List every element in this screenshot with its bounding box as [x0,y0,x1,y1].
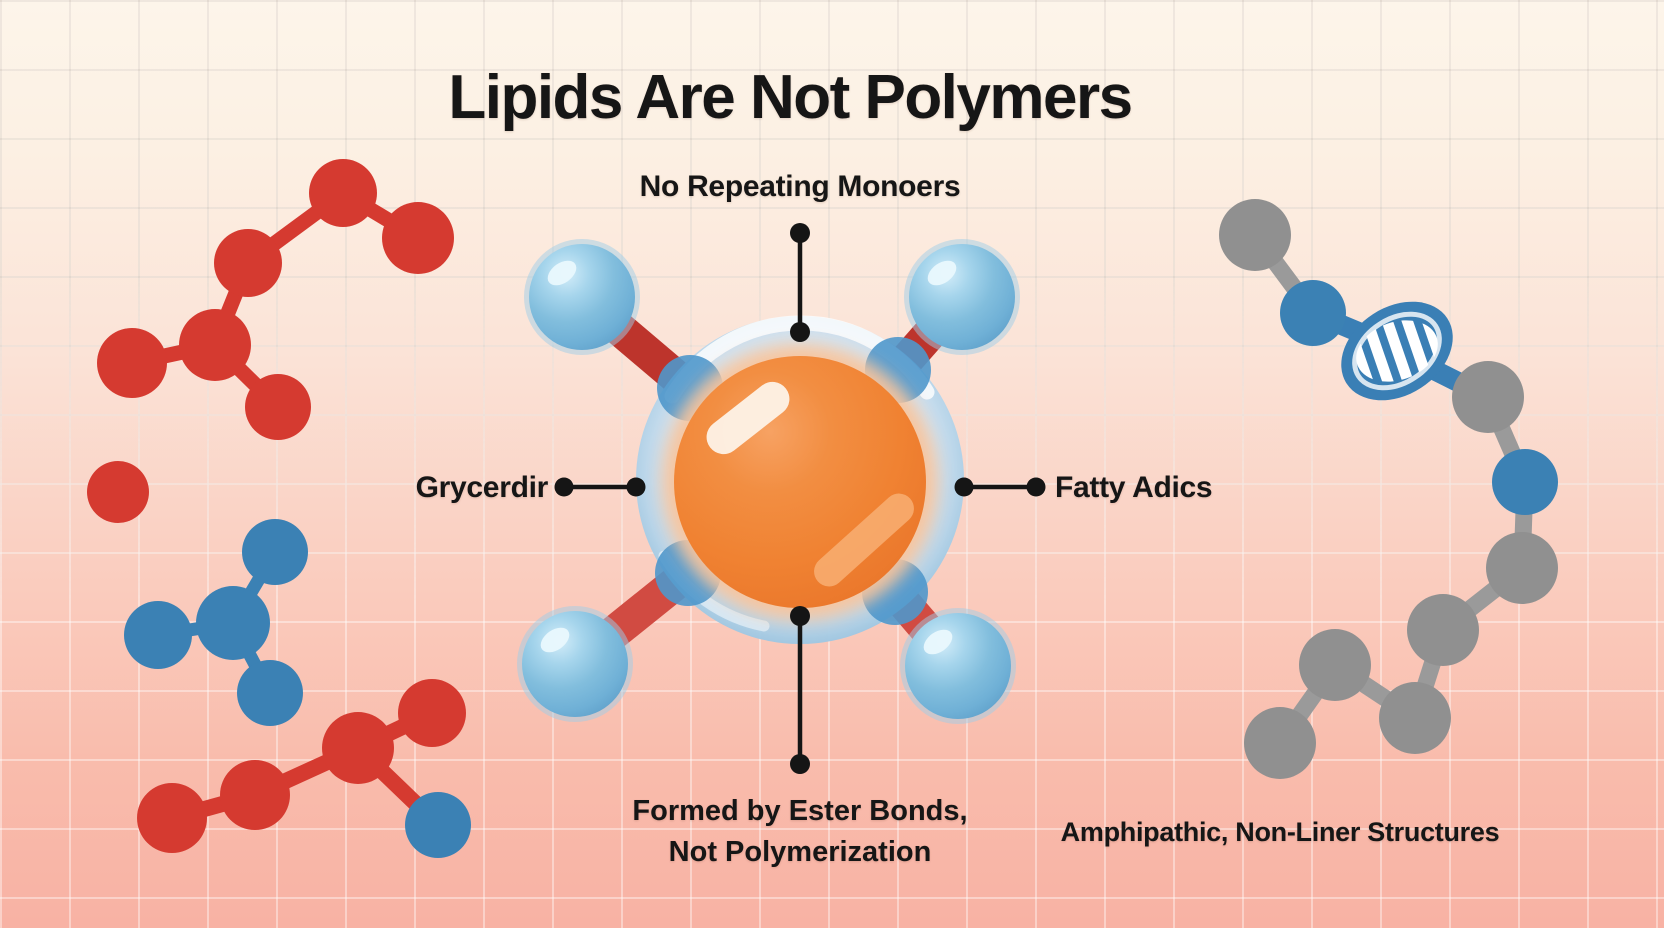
molecule-node [398,679,466,747]
molecule-node [137,783,207,853]
glycerol-core [674,356,926,608]
molecule-node [97,328,167,398]
molecule-node [1379,682,1451,754]
fatty-acid-sphere [524,239,640,355]
fatty-acid-sphere [517,606,633,722]
striped-coil-icon [1341,301,1453,401]
molecule-node [124,601,192,669]
fatty-acid-sphere [900,608,1016,724]
page-title: Lipids Are Not Polymers [448,63,1133,132]
red-molecule-chain-top-left [87,159,454,523]
label-ester-bonds-line1: Formed by Ester Bonds, [632,795,968,827]
blue-branched-molecule [124,519,308,726]
label-glycerol: Grycerdir [415,471,549,504]
molecule-node [309,159,377,227]
triglyceride-illustration [517,239,1020,724]
molecule-node-blue [1492,449,1558,515]
molecule-node [1486,532,1558,604]
molecule-node [214,229,282,297]
molecule-node [1219,199,1291,271]
gray-blue-molecule-chain [1219,199,1558,779]
label-no-repeating-monomers: No Repeating Monoers [639,170,961,203]
label-fatty-acids: Fatty Adics [1055,471,1213,504]
molecule-node-blue [1280,280,1346,346]
molecule-node [196,586,270,660]
molecule-node-blue [405,792,471,858]
label-ester-bonds: Formed by Ester Bonds, Not Polymerizatio… [500,791,1100,873]
label-ester-bonds-line2: Not Polymerization [668,836,932,868]
molecule-node-isolated [87,461,149,523]
molecule-node [1244,707,1316,779]
molecule-node [220,760,290,830]
molecule-node [1299,629,1371,701]
molecule-node [1407,594,1479,666]
molecule-node [322,712,394,784]
molecule-node [245,374,311,440]
molecule-node [242,519,308,585]
callout-connectors [554,223,1046,774]
fatty-acid-sphere [904,239,1020,355]
molecule-node [237,660,303,726]
red-molecule-chain-bottom-left [137,679,471,858]
molecule-node [179,309,251,381]
molecule-node [1452,361,1524,433]
molecule-node [382,202,454,274]
label-amphipathic: Amphipathic, Non-Liner Structures [1060,817,1500,847]
